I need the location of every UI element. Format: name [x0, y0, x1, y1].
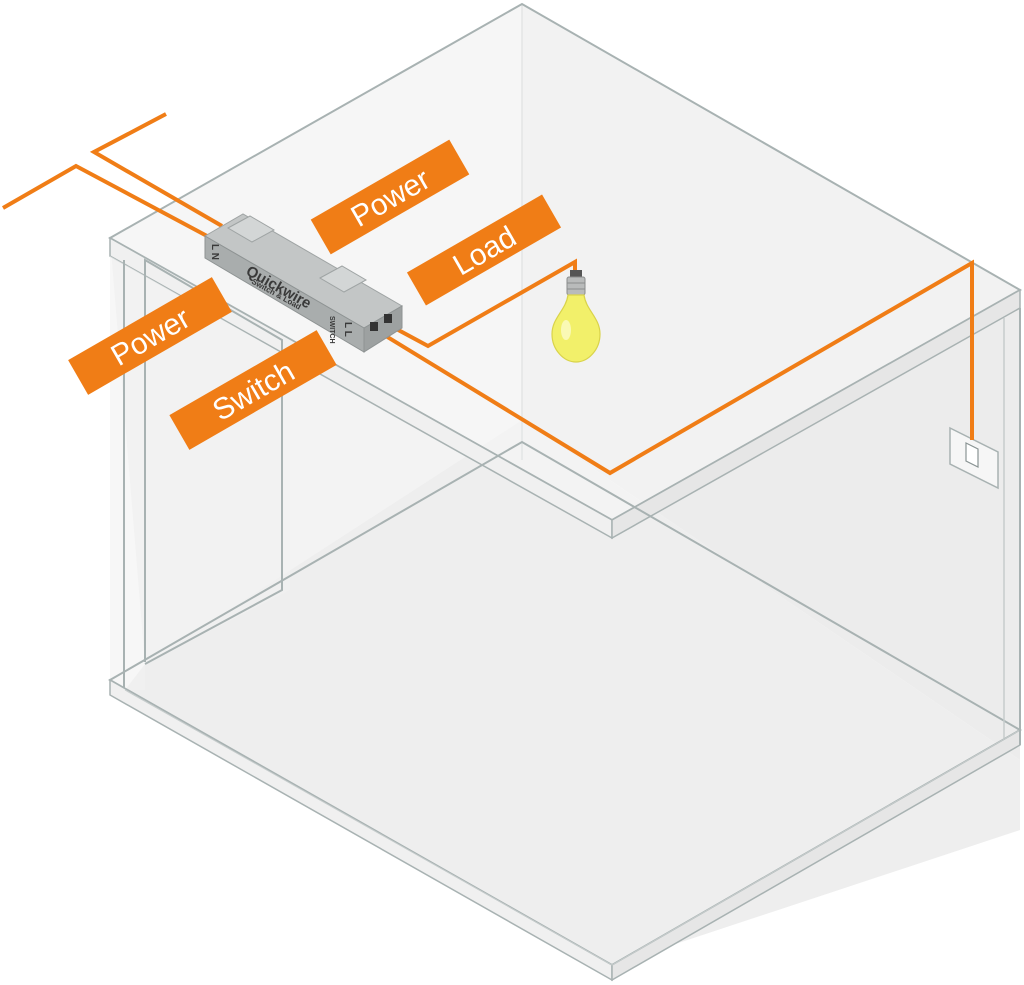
lever-2 [318, 265, 368, 293]
floor [125, 420, 1020, 965]
floor-inner-line [124, 689, 1021, 966]
wall-switch [949, 426, 999, 490]
device-left-terminals: L N [209, 244, 220, 260]
wires [2, 112, 974, 476]
switch-wire [374, 259, 974, 476]
lever-1 [226, 215, 276, 243]
device-right-terminals: L L [342, 322, 353, 337]
power-in-wire-a [89, 112, 224, 228]
room [107, 2, 1023, 982]
light-bulb [551, 270, 601, 363]
device-switch-label: SWITCH [328, 316, 335, 344]
bulb-glass [551, 294, 601, 363]
terminal-hole-2 [384, 314, 392, 323]
device-end [363, 305, 403, 353]
bulb-cap [570, 270, 582, 277]
doorway-outline [144, 258, 283, 665]
power-in-wire-b [2, 163, 223, 246]
switch-rocker [965, 442, 979, 468]
left-wall-frame [110, 256, 290, 690]
terminal-hole-1 [370, 322, 378, 331]
bulb-base [566, 276, 586, 296]
